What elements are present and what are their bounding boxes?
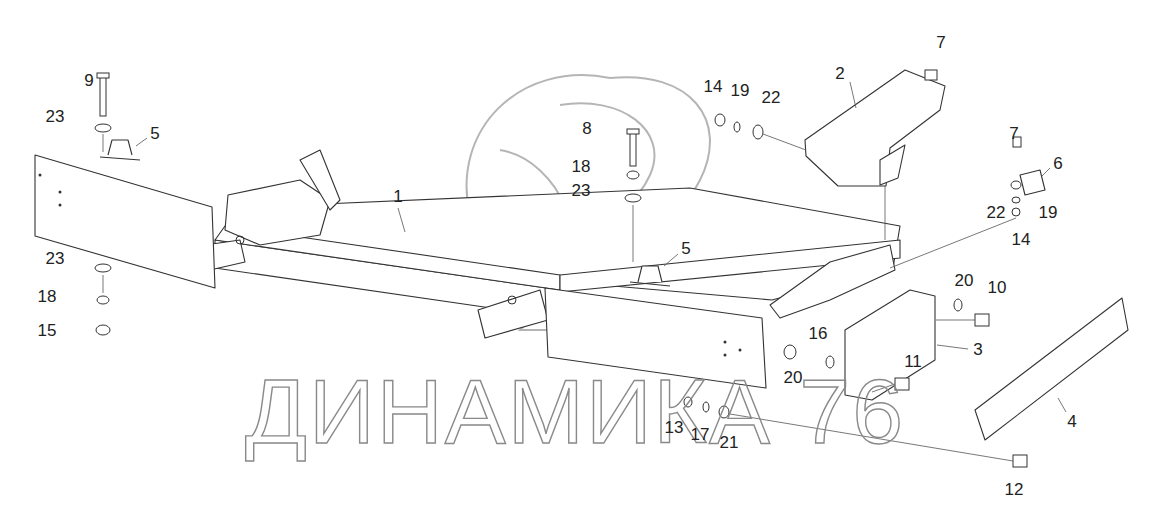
callout-number: 2 — [834, 65, 845, 82]
callout-number: 14 — [1011, 231, 1032, 248]
callout-number: 19 — [1038, 204, 1059, 221]
callout-number: 3 — [972, 341, 983, 358]
callout-number: 12 — [1004, 481, 1025, 498]
callout-number: 9 — [83, 72, 94, 89]
callout-number: 22 — [986, 204, 1007, 221]
callout-number: 6 — [1052, 155, 1063, 172]
frame — [35, 150, 900, 388]
callout-number: 15 — [37, 322, 58, 339]
callout-number: 23 — [571, 182, 592, 199]
callout-number: 18 — [37, 288, 58, 305]
callout-number: 13 — [664, 419, 685, 436]
callout-number: 11 — [903, 353, 923, 370]
assembly-lines — [103, 82, 1066, 461]
holes — [39, 174, 742, 357]
callout-number: 5 — [149, 125, 160, 142]
callout-number: 21 — [719, 434, 740, 451]
callout-number: 4 — [1066, 413, 1077, 430]
callout-number: 1 — [392, 188, 403, 205]
callout-number: 23 — [45, 250, 66, 267]
watermark: ДИНАМИКА 76 — [245, 366, 905, 457]
callout-number: 10 — [987, 279, 1008, 296]
callout-number: 16 — [808, 325, 829, 342]
callout-number: 23 — [45, 108, 66, 125]
callout-number: 20 — [783, 369, 804, 386]
callout-number: 19 — [730, 82, 751, 99]
callout-number: 22 — [761, 89, 782, 106]
callout-number: 7 — [935, 34, 946, 51]
callout-number: 20 — [954, 272, 975, 289]
callout-number: 18 — [571, 158, 592, 175]
callout-number: 17 — [690, 426, 711, 443]
callout-number: 14 — [703, 78, 724, 95]
callout-number: 7 — [1008, 125, 1019, 142]
callout-number: 5 — [680, 240, 691, 257]
fasteners — [95, 70, 1027, 467]
callout-number: 8 — [581, 120, 592, 137]
